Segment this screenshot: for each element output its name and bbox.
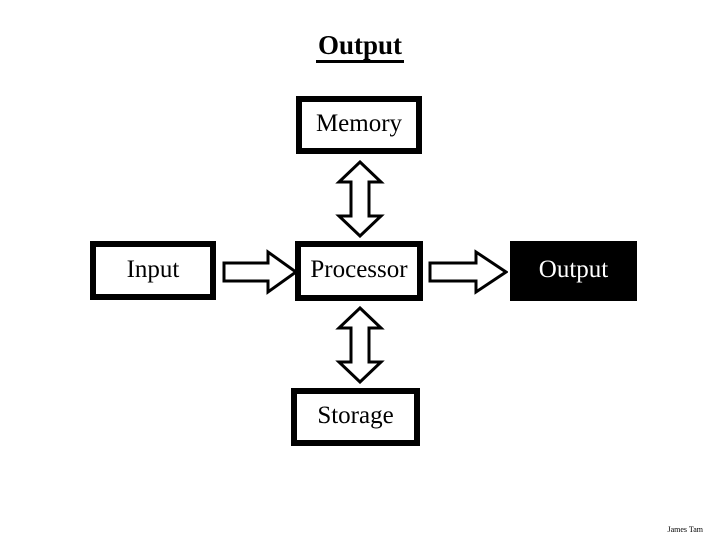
connector-input-processor-arrow-icon xyxy=(222,249,298,295)
diagram-node-input[interactable]: Input xyxy=(90,241,216,300)
diagram-node-storage[interactable]: Storage xyxy=(291,388,420,446)
page-title-text: Output xyxy=(315,31,405,64)
diagram-node-output[interactable]: Output xyxy=(510,241,637,301)
diagram-node-storage-label: Storage xyxy=(317,402,394,429)
author-credit: James Tam xyxy=(667,525,703,534)
diagram-node-input-label: Input xyxy=(126,255,180,283)
page-title: Output xyxy=(0,31,720,64)
diagram-node-memory[interactable]: Memory xyxy=(296,96,422,154)
diagram-node-output-label: Output xyxy=(538,256,609,283)
connector-memory-processor-double-arrow-icon xyxy=(335,160,385,238)
diagram-node-processor[interactable]: Processor xyxy=(295,241,423,301)
diagram-node-memory-label: Memory xyxy=(315,110,403,137)
connector-processor-storage-double-arrow-icon xyxy=(335,306,385,384)
diagram-node-processor-label: Processor xyxy=(310,256,408,283)
connector-processor-output-arrow-icon xyxy=(428,249,508,295)
